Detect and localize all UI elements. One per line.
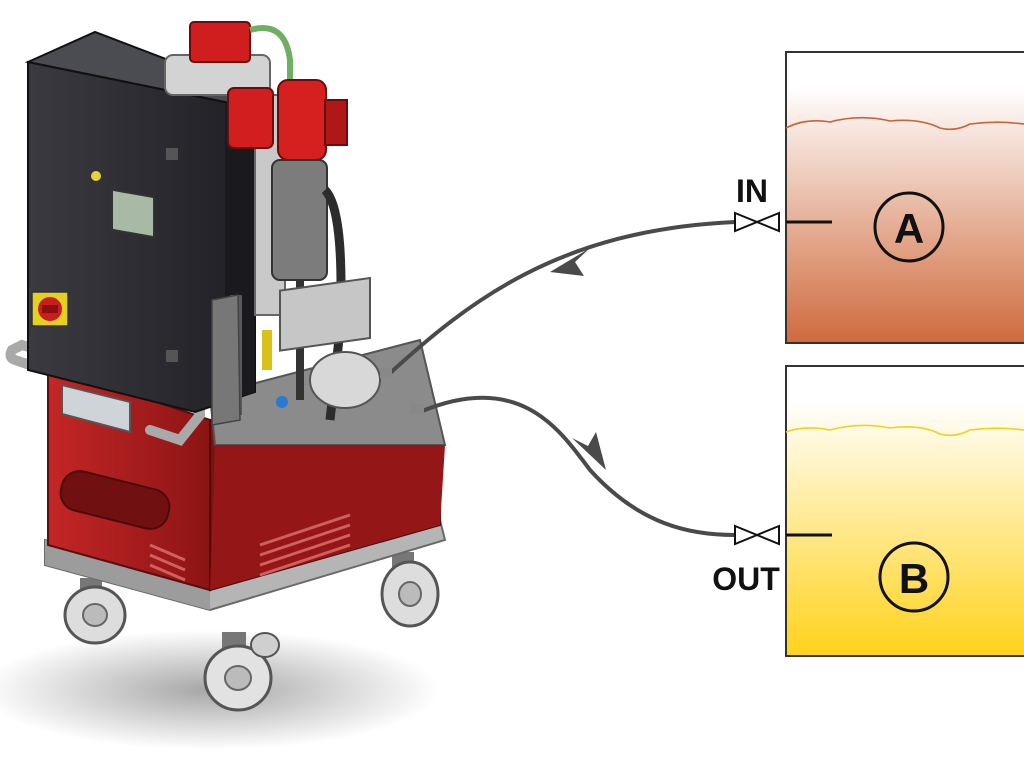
wheel-front-left [63,578,127,645]
red-filter-cap [227,87,274,149]
front-handle-recess [59,470,171,530]
inlet-hose [386,220,736,377]
main-switch [31,291,69,327]
tank-a-label: A [894,205,924,252]
valve-icon [734,211,780,233]
terminal-panel [61,383,131,434]
outlet-fitting [410,404,424,414]
tank-b-body [785,365,1024,657]
hinge-top [166,148,178,160]
support-bracket [211,294,241,426]
tank-a-badge [873,191,945,263]
fitting-yellow [262,330,272,370]
tank-b: B [785,365,1024,657]
out-label: OUT [712,561,780,597]
wheel-rear-right [380,552,440,628]
green-hose [249,25,293,100]
pump-block [279,276,371,352]
filtration-unit [0,21,447,750]
wheel-front-center [203,632,273,712]
flow-arrow-icon [572,432,606,470]
pump-column [271,159,328,281]
hinge-bottom [166,350,178,362]
valve-icon [734,524,780,546]
tank-b-badge [878,541,950,613]
base-frame-front [45,540,210,610]
side-vents [149,513,351,582]
hoses [380,220,736,537]
caster-wheels [63,552,440,712]
pump-motor [309,351,381,409]
tank-a-body [785,51,1024,344]
tank-b-liquid-surface [785,424,1024,437]
wheel-rear-left [250,632,280,658]
red-side-panel [210,445,445,590]
controller-display [111,188,155,239]
outlet-hose [419,395,736,537]
red-valve-head [189,21,251,63]
tank-b-label: B [899,555,929,602]
inlet-fitting [380,368,392,378]
red-motor [277,79,327,161]
tank-a: A [785,51,1024,344]
tank-a-liquid-surface [785,116,1024,131]
fitting-blue [276,396,288,408]
motor-junction-box [324,99,348,146]
in-label: IN [736,173,768,209]
flow-arrow-icon [550,248,590,276]
indicator-lamp [91,171,101,181]
